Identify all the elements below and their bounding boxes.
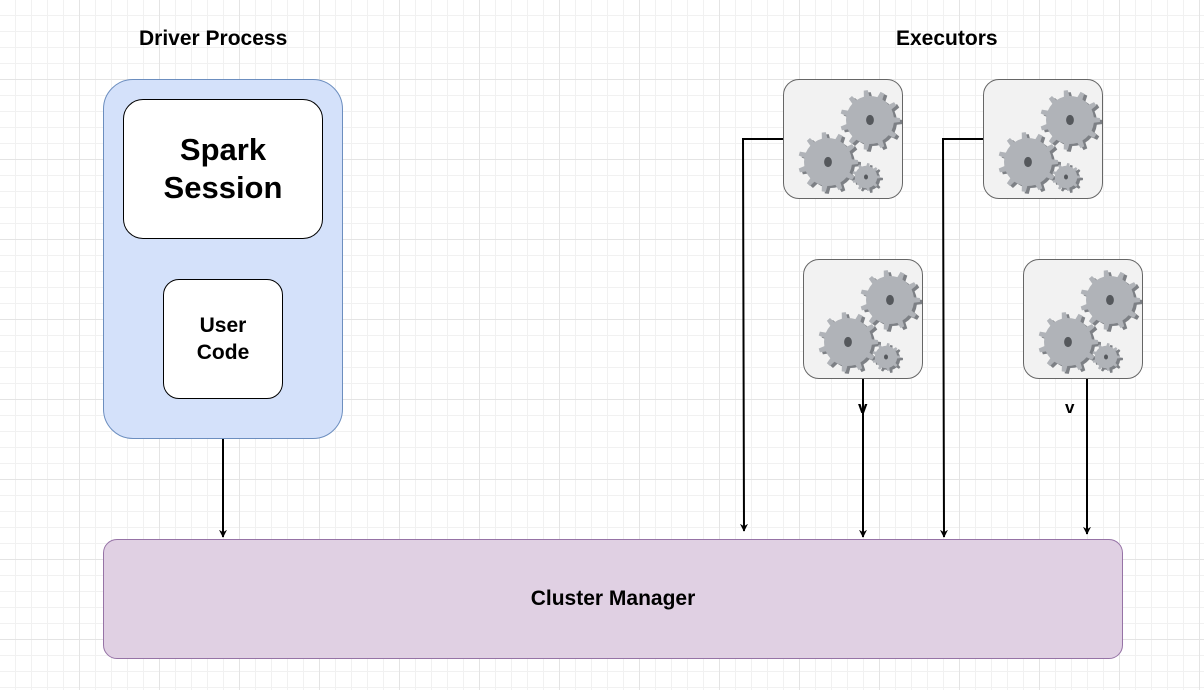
gear-hole <box>1024 156 1032 168</box>
executor-2-to-cluster-arrow <box>939 138 983 538</box>
user-code-label-line-2: Code <box>196 341 250 364</box>
gear-hole <box>866 114 874 126</box>
spark-session-label-line-1: Spark <box>179 132 267 167</box>
executor-node[interactable] <box>803 259 923 379</box>
cluster-manager-box[interactable]: Cluster Manager <box>103 539 1123 659</box>
gear-hole <box>864 174 868 180</box>
edge-label-v: v <box>858 398 868 417</box>
user-code-label-line-1: User <box>199 314 247 337</box>
gear-hole <box>1064 336 1072 348</box>
gear-hole <box>844 336 852 348</box>
gear-hole <box>1104 354 1108 360</box>
edge-label-v: v <box>1065 398 1075 417</box>
gears-icon <box>818 270 922 374</box>
executors-title: Executors <box>896 27 998 50</box>
spark-session-box[interactable]: Spark Session <box>123 99 323 239</box>
executor-node[interactable] <box>983 79 1103 199</box>
gears-icon <box>998 90 1102 194</box>
cluster-manager-label: Cluster Manager <box>530 587 696 610</box>
gear-hole <box>884 354 888 360</box>
executor-node[interactable] <box>783 79 903 199</box>
executor-1-to-cluster-arrow <box>739 138 783 532</box>
executor-node[interactable] <box>1023 259 1143 379</box>
driver-process-title: Driver Process <box>139 27 288 50</box>
gear-hole <box>1064 174 1068 180</box>
user-code-box[interactable]: User Code <box>163 279 283 399</box>
gear-hole <box>1106 294 1114 306</box>
gears-icon <box>1038 270 1142 374</box>
gears-icon <box>798 90 902 194</box>
gear-hole <box>886 294 894 306</box>
gear-hole <box>824 156 832 168</box>
spark-session-label-line-2: Session <box>163 170 283 205</box>
gear-hole <box>1066 114 1074 126</box>
